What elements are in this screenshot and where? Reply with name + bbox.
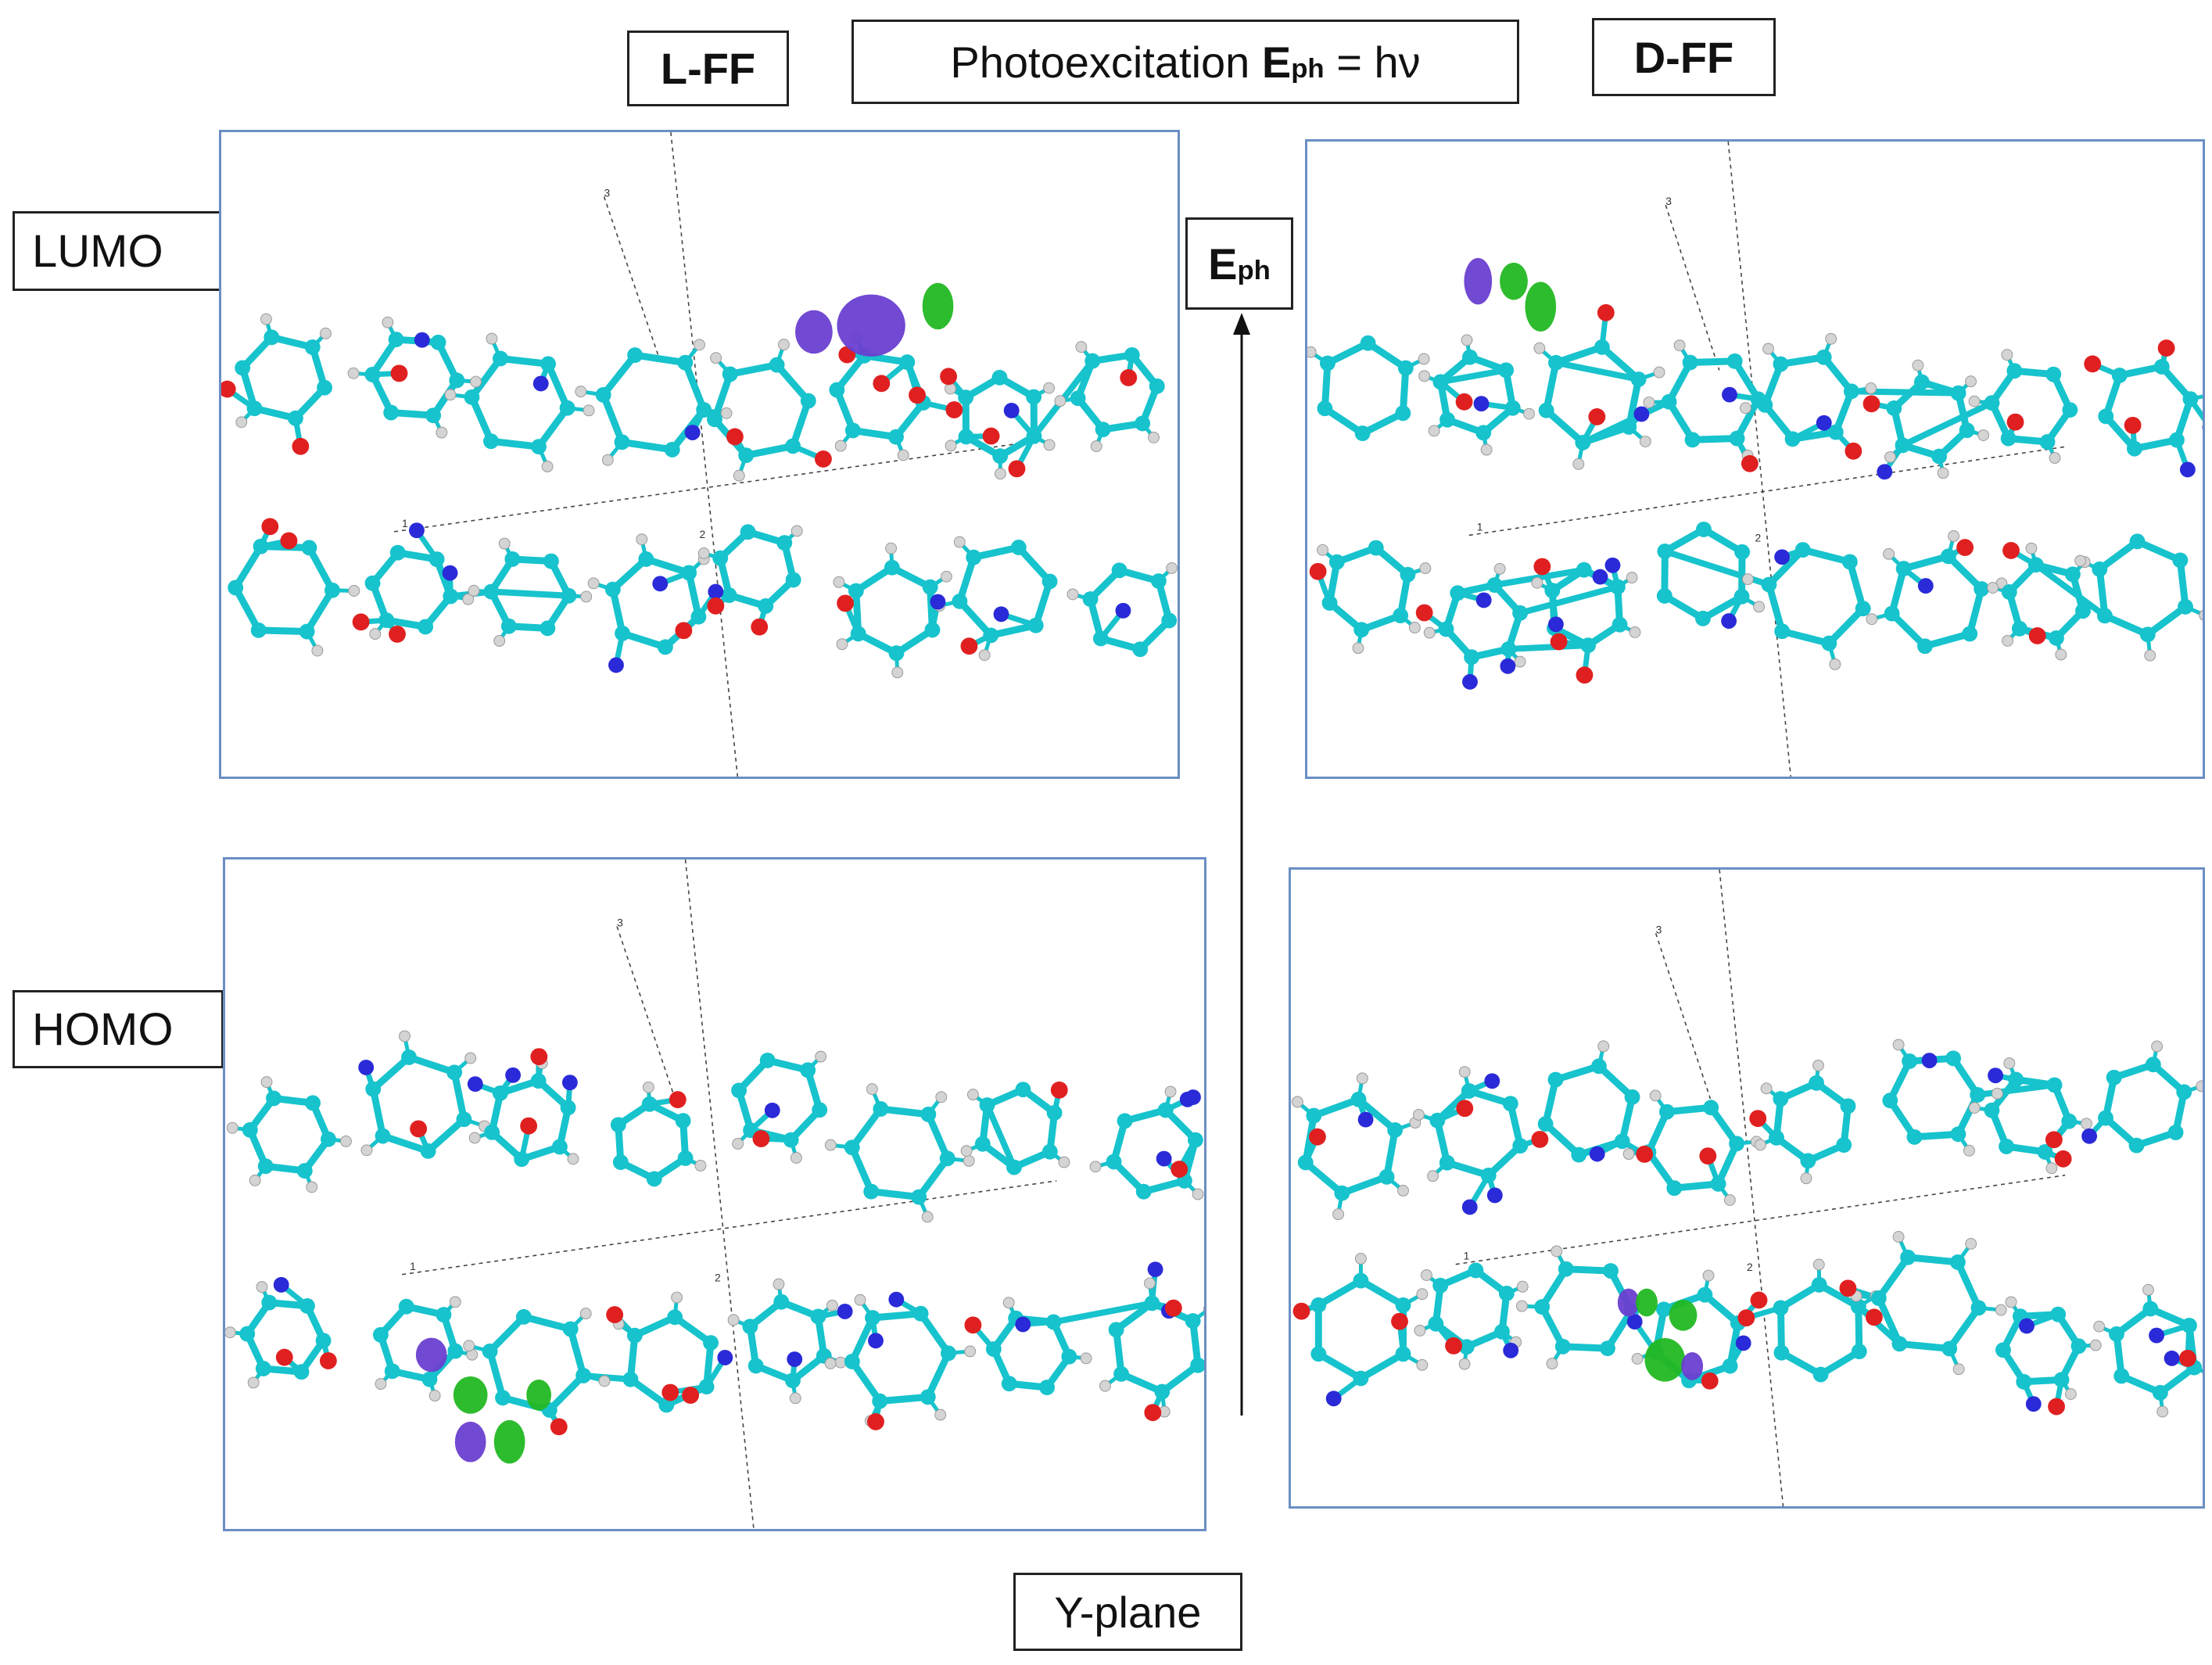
panel-dff-lumo: 1 2 3 [1305, 139, 2205, 779]
photoexcitation-symbol: E [1261, 37, 1292, 87]
l-ff-label: L-FF [627, 31, 789, 106]
photoexcitation-subscript: ph [1291, 54, 1325, 84]
axes [1455, 870, 2066, 1506]
panel-lff-lumo: 1 2 3 [219, 130, 1180, 779]
orbital-lobe-positive [454, 1421, 486, 1462]
orbital-lobe-positive [795, 310, 833, 354]
orbital-lobe-negative [453, 1376, 488, 1414]
axis-tick-label: 3 [617, 917, 623, 929]
orbital-lobe-positive [1681, 1352, 1704, 1380]
orbital-lobe-negative [1500, 262, 1528, 300]
dff-homo-molecule: 1 2 3 [1291, 870, 2203, 1506]
orbital-lobe-negative [1644, 1337, 1686, 1382]
axis-tick-label: 1 [410, 1260, 416, 1272]
panel-dff-homo: 1 2 3 [1289, 867, 2205, 1509]
axis-tick-label: 3 [604, 186, 610, 199]
orbital-lobe-negative [922, 282, 954, 330]
axes [402, 859, 1057, 1529]
orbital-lobe-negative [1636, 1288, 1658, 1317]
atoms [1291, 1039, 2203, 1418]
axis-tick-label: 2 [715, 1271, 721, 1283]
axis-tick-label: 1 [402, 517, 408, 529]
energy-symbol: E [1208, 239, 1238, 289]
orbital-lobe-negative [1525, 282, 1557, 332]
orbital-lobe-positive [1464, 257, 1493, 305]
axes [393, 132, 1034, 777]
axis-tick-label: 1 [1464, 1250, 1470, 1262]
axis-tick-label: 3 [1656, 923, 1662, 935]
orbital-lobes [795, 282, 954, 357]
d-ff-label: D-FF [1592, 18, 1776, 96]
orbital-lobe-positive [837, 294, 905, 357]
dff-lumo-molecule: 1 2 3 [1307, 142, 2203, 777]
atoms [1307, 303, 2203, 690]
energy-subscript: ph [1237, 256, 1271, 286]
orbital-lobe-negative [1669, 1299, 1698, 1331]
axis-tick-label: 3 [1665, 195, 1672, 207]
lff-homo-molecule: 1 2 3 [225, 859, 1204, 1529]
axes [1468, 142, 2068, 777]
axis-tick-label: 1 [1477, 520, 1483, 533]
atoms [225, 1030, 1204, 1436]
axis-tick-label: 2 [1755, 532, 1762, 544]
panel-lff-homo: 1 2 3 [223, 857, 1206, 1531]
orbital-lobe-positive [1617, 1288, 1640, 1317]
bonds [1296, 1043, 2203, 1412]
orbital-lobes [1617, 1288, 1704, 1382]
lff-lumo-molecule: 1 2 3 [221, 132, 1178, 777]
orbital-lobes [415, 1337, 552, 1464]
orbital-lobes [1464, 257, 1557, 332]
photoexcitation-suffix: = hν [1324, 37, 1421, 87]
lumo-label: LUMO [13, 211, 222, 291]
atoms [221, 313, 1178, 679]
photoexcitation-prefix: Photoexcitation [950, 37, 1262, 87]
axis-tick-label: 2 [1747, 1261, 1753, 1273]
orbital-lobe-negative [493, 1419, 525, 1464]
homo-label: HOMO [13, 990, 224, 1068]
axis-tick-label: 2 [700, 528, 706, 540]
orbital-lobe-positive [415, 1337, 447, 1373]
y-plane-label: Y-plane [1013, 1573, 1242, 1651]
orbital-lobe-negative [526, 1379, 552, 1411]
